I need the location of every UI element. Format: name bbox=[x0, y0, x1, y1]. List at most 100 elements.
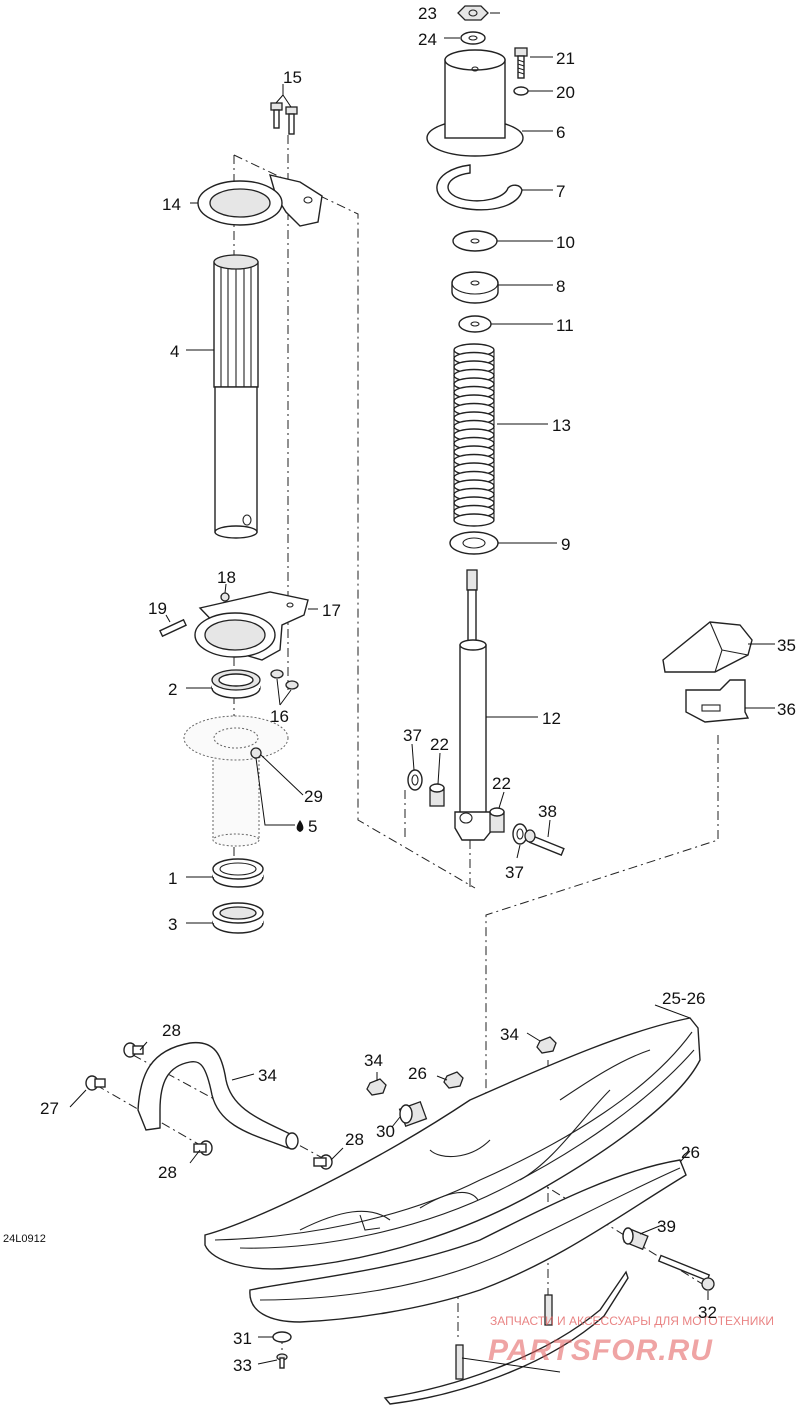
callout-27: 27 bbox=[40, 1099, 59, 1118]
callout-8: 8 bbox=[556, 277, 565, 296]
washer-24 bbox=[460, 31, 486, 45]
nuts-16 bbox=[270, 669, 299, 690]
callout-22: 22 bbox=[430, 735, 449, 754]
handle-27 bbox=[137, 1041, 299, 1150]
spacer-22-left bbox=[429, 783, 445, 807]
bolt-28-left bbox=[85, 1075, 106, 1091]
watermark: ЗАПЧАСТИ И АКСЕССУАРЫ ДЛЯ МОТОТЕХНИКИ PA… bbox=[488, 1314, 774, 1367]
shock-absorber-12 bbox=[454, 569, 493, 841]
callout-38: 38 bbox=[538, 802, 557, 821]
callout-28: 28 bbox=[158, 1163, 177, 1182]
steering-column-4 bbox=[213, 254, 259, 539]
carbide-runner-33 bbox=[383, 1270, 629, 1405]
callout-1: 1 bbox=[168, 869, 177, 888]
callout-20: 20 bbox=[556, 83, 575, 102]
callout-34: 34 bbox=[364, 1051, 383, 1070]
callout-9: 9 bbox=[561, 535, 570, 554]
spacer-22-right bbox=[489, 807, 505, 833]
callout-18: 18 bbox=[217, 568, 236, 587]
callout-14: 14 bbox=[162, 195, 181, 214]
callout-36: 36 bbox=[777, 700, 796, 719]
callout-34: 34 bbox=[258, 1066, 277, 1085]
clamp-17 bbox=[194, 591, 309, 661]
callout-22: 22 bbox=[492, 774, 511, 793]
callout-32: 32 bbox=[698, 1303, 717, 1322]
callout-2: 2 bbox=[168, 680, 177, 699]
screw-21 bbox=[514, 47, 528, 79]
spacer-26-right bbox=[622, 1227, 649, 1251]
housing-ghost bbox=[183, 715, 289, 847]
bushing-1 bbox=[212, 858, 264, 888]
callout-25-26: 25-26 bbox=[662, 989, 705, 1008]
screw-31 bbox=[276, 1353, 288, 1369]
callout-19: 19 bbox=[148, 599, 167, 618]
callout-6: 6 bbox=[556, 123, 565, 142]
callout-12: 12 bbox=[542, 709, 561, 728]
cushion-35 bbox=[662, 621, 753, 673]
bracket-36 bbox=[685, 679, 750, 723]
callout-35: 35 bbox=[777, 636, 796, 655]
bushing-2 bbox=[211, 669, 261, 699]
callout-10: 10 bbox=[556, 233, 575, 252]
callout-26: 26 bbox=[408, 1064, 427, 1083]
bushing-37-left bbox=[407, 769, 423, 791]
bolt-39 bbox=[657, 1254, 715, 1291]
retaining-ring-7 bbox=[436, 164, 523, 211]
callout-34: 34 bbox=[500, 1025, 519, 1044]
callout-17: 17 bbox=[322, 601, 341, 620]
callout-21: 21 bbox=[556, 49, 575, 68]
nut-34-b bbox=[443, 1071, 464, 1089]
grease-drop-icon bbox=[296, 820, 304, 832]
washer-11 bbox=[458, 315, 492, 333]
spacer-26-ski bbox=[398, 1100, 428, 1128]
watermark-logo: PARTSFOR.RU bbox=[488, 1334, 713, 1367]
watermark-tagline: ЗАПЧАСТИ И АКСЕССУАРЫ ДЛЯ МОТОТЕХНИКИ bbox=[490, 1314, 774, 1328]
bracket-14 bbox=[197, 174, 323, 227]
callout-15: 15 bbox=[283, 68, 302, 87]
callout-5: 5 bbox=[308, 817, 317, 836]
leader-lines bbox=[69, 12, 775, 1373]
nut-34-c bbox=[536, 1036, 557, 1054]
callout-13: 13 bbox=[552, 416, 571, 435]
screw-19 bbox=[159, 618, 187, 638]
callout-7: 7 bbox=[556, 182, 565, 201]
callout-31: 31 bbox=[233, 1329, 252, 1348]
callout-29: 29 bbox=[304, 787, 323, 806]
callout-28: 28 bbox=[162, 1021, 181, 1040]
callout-28: 28 bbox=[345, 1130, 364, 1149]
spring-seat-8 bbox=[451, 271, 499, 304]
callout-3: 3 bbox=[168, 915, 177, 934]
spring-13 bbox=[453, 343, 495, 527]
bolt-28-right bbox=[313, 1154, 333, 1170]
bolt-28-top bbox=[123, 1042, 144, 1058]
callout-23: 23 bbox=[418, 4, 437, 23]
screws-15 bbox=[270, 102, 298, 135]
callout-37: 37 bbox=[505, 863, 524, 882]
bolt-18 bbox=[220, 592, 230, 602]
bushing-3 bbox=[212, 902, 264, 934]
bolt-38 bbox=[524, 829, 565, 856]
callout-37: 37 bbox=[403, 726, 422, 745]
washer-20 bbox=[513, 86, 529, 96]
upper-cup-6 bbox=[426, 49, 524, 157]
drawing-reference-code: 24L0912 bbox=[3, 1233, 46, 1245]
nut-34-a bbox=[366, 1078, 387, 1096]
callout-33: 33 bbox=[233, 1356, 252, 1375]
carbide-stud-upper bbox=[544, 1294, 553, 1326]
washer-10 bbox=[452, 230, 498, 252]
washer-32 bbox=[272, 1331, 292, 1343]
callout-16: 16 bbox=[270, 707, 289, 726]
runner-30 bbox=[249, 1159, 687, 1323]
callout-24: 24 bbox=[418, 30, 437, 49]
grease-fitting-29 bbox=[250, 747, 262, 759]
callout-11: 11 bbox=[556, 316, 574, 335]
ski-25-26 bbox=[204, 1017, 701, 1270]
callout-4: 4 bbox=[170, 342, 179, 361]
callout-39: 39 bbox=[657, 1217, 676, 1236]
callout-26: 26 bbox=[681, 1143, 700, 1162]
nut-23 bbox=[457, 5, 489, 21]
spring-seat-9 bbox=[449, 531, 499, 555]
bolt-28-bottom bbox=[193, 1140, 213, 1156]
